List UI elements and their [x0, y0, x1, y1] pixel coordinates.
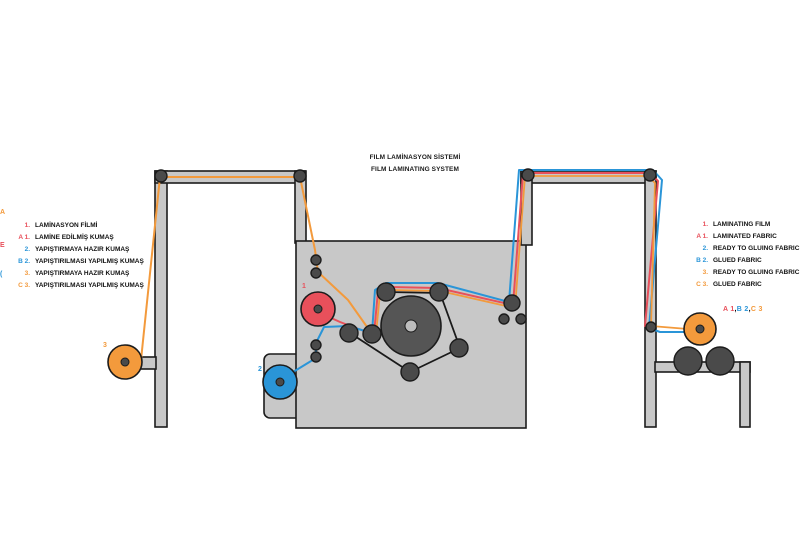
legend-tr-num: 1.: [24, 222, 30, 229]
legend-en-item: 1. LAMINATING FILM: [692, 221, 771, 228]
legend-en-item: A 1. LAMINATED FABRIC: [692, 233, 777, 240]
output-roll-label: A 1,B 2,C 3: [723, 306, 763, 313]
legend-en-text: GLUED FABRIC: [713, 257, 762, 264]
legend-en-item: B 2. GLUED FABRIC: [692, 257, 762, 264]
legend-tr-text: YAPIŞTIRILMASI YAPILMIŞ KUMAŞ: [35, 282, 144, 289]
legend-tr-text: YAPIŞTIRMAYA HAZIR KUMAŞ: [35, 246, 130, 253]
legend-en-text: READY TO GLUING FABRIC: [713, 245, 800, 252]
legend-tr-num: C 3.: [18, 282, 30, 289]
output-label-b: B 2: [736, 306, 749, 313]
legend-tr-item: A 1. LAMİNE EDİLMİŞ KUMAŞ: [14, 234, 114, 241]
orange-fabric-path: [124, 176, 373, 363]
legend-en-num: 3.: [702, 269, 708, 276]
legend-tr-num: 2.: [24, 246, 30, 253]
blue-fabric-roll: [262, 364, 298, 400]
legend-en-item: 2. READY TO GLUING FABRIC: [692, 245, 800, 252]
legend-en-text: LAMINATED FABRIC: [713, 233, 777, 240]
film-roll-label: 1: [302, 283, 306, 290]
right-frame: [520, 170, 751, 428]
legend-en-num: 2.: [702, 245, 708, 252]
legend-tr-text: LAMİNASYON FİLMİ: [35, 222, 98, 229]
legend-tr-text: LAMİNE EDİLMİŞ KUMAŞ: [35, 234, 114, 241]
legend-tr-item: C 3. YAPIŞTIRILMASI YAPILMIŞ KUMAŞ: [14, 282, 144, 289]
legend-tr-num: 3.: [24, 270, 30, 277]
guide-rollers: [154, 168, 735, 382]
output-label-sep: ,: [734, 306, 737, 313]
legend-tr-text: YAPIŞTIRILMASI YAPILMIŞ KUMAŞ: [35, 258, 144, 265]
legend-en-text: READY TO GLUING FABRIC: [713, 269, 800, 276]
edge-mark: A: [0, 209, 6, 216]
legend-tr-item: 1. LAMİNASYON FİLMİ: [14, 222, 98, 229]
legend-tr-item: 2. YAPIŞTIRMAYA HAZIR KUMAŞ: [14, 246, 130, 253]
legend-en-text: GLUED FABRIC: [713, 281, 762, 288]
legend-tr-num: B 2.: [18, 258, 30, 265]
output-label-a: A 1: [723, 306, 735, 313]
output-label-sep: ,: [748, 306, 751, 313]
edge-mark: E: [0, 242, 5, 249]
legend-en-num: 1.: [702, 221, 708, 228]
legend-en-num: A 1.: [696, 233, 708, 240]
main-laminating-cylinder: [380, 295, 442, 357]
legend-en-num: B 2.: [696, 257, 708, 264]
output-laminated-roll: [683, 312, 717, 346]
orange-fabric-roll: [107, 344, 143, 380]
legend-en-item: C 3. GLUED FABRIC: [692, 281, 762, 288]
legend-tr-num: A 1.: [18, 234, 30, 241]
legend-en-num: C 3.: [696, 281, 708, 288]
legend-tr-item: 3. YAPIŞTIRMAYA HAZIR KUMAŞ: [14, 270, 130, 277]
output-label-c: C 3: [750, 306, 763, 313]
blue-roll-label: 2: [258, 366, 262, 373]
legend-tr-text: YAPIŞTIRMAYA HAZIR KUMAŞ: [35, 270, 130, 277]
orange-roll-label: 3: [103, 342, 107, 349]
legend-tr-item: B 2. YAPIŞTIRILMASI YAPILMIŞ KUMAŞ: [14, 258, 144, 265]
diagram-title-tr: FILM LAMİNASYON SİSTEMİ: [369, 154, 461, 161]
diagram-title-en: FILM LAMINATING SYSTEM: [370, 166, 460, 173]
legend-en-text: LAMINATING FILM: [713, 221, 771, 228]
film-supply-roll: [300, 291, 336, 327]
legend-en-item: 3. READY TO GLUING FABRIC: [692, 269, 800, 276]
edge-mark: (: [0, 271, 3, 278]
